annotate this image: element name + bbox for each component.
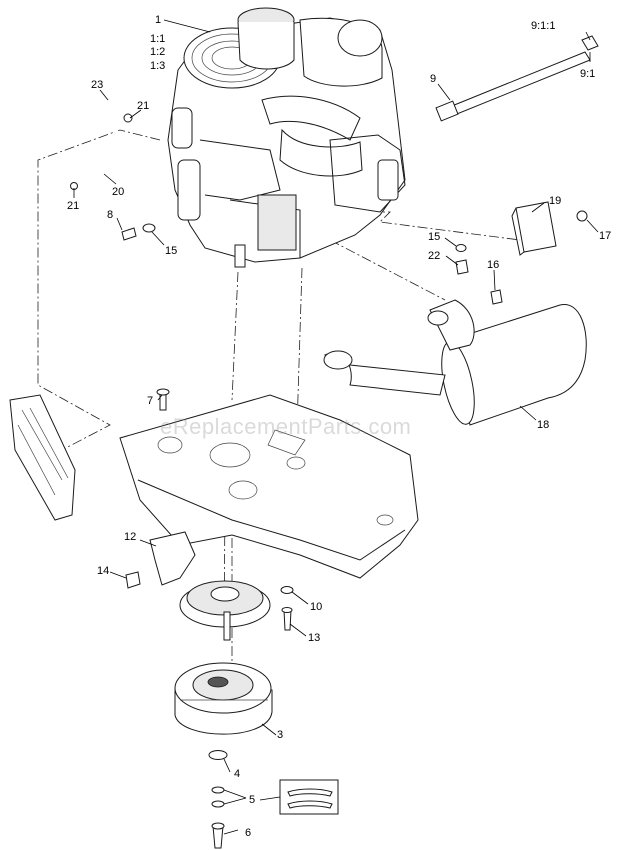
pulley	[179, 580, 271, 641]
hardware-8-15	[121, 223, 156, 241]
label-17: 17	[599, 230, 612, 242]
label-18: 18	[537, 419, 550, 431]
label-13: 13	[308, 632, 321, 644]
label-21-bottom: 21	[67, 200, 80, 212]
label-9-1-1: 9:1:1	[531, 20, 556, 32]
fuel-line	[70, 98, 133, 190]
label-9-1: 9:1	[580, 68, 596, 80]
exhaust-pipe	[435, 35, 599, 122]
side-shield	[9, 394, 76, 521]
label-1-3: 1:3	[150, 60, 166, 72]
muffler-bracket	[455, 201, 588, 305]
label-21-top: 21	[137, 100, 150, 112]
label-23: 23	[91, 79, 104, 91]
label-4: 4	[234, 768, 241, 780]
callout-box-5	[279, 779, 339, 815]
label-1-2: 1:2	[150, 46, 166, 58]
label-15-left: 15	[165, 245, 178, 257]
label-6: 6	[245, 827, 252, 839]
label-5: 5	[249, 794, 256, 806]
label-14: 14	[97, 565, 110, 577]
label-15-right: 15	[428, 231, 441, 243]
label-10: 10	[310, 601, 323, 613]
washers-bolt-4-5-6	[208, 750, 228, 849]
label-8: 8	[107, 209, 114, 221]
label-3: 3	[277, 729, 284, 741]
bracket-12	[125, 531, 196, 589]
muffler	[323, 299, 587, 426]
clutch	[174, 662, 273, 735]
label-19: 19	[549, 195, 562, 207]
label-20: 20	[112, 186, 125, 198]
washer-bolt-10-13	[280, 586, 294, 631]
label-7: 7	[147, 395, 154, 407]
label-22: 22	[428, 250, 441, 262]
leader-lines	[73, 19, 599, 835]
engine	[167, 7, 406, 268]
label-9: 9	[430, 73, 437, 85]
label-12: 12	[124, 531, 137, 543]
label-16: 16	[487, 259, 500, 271]
label-1-1: 1:1	[150, 33, 166, 45]
watermark: eReplacementParts.com	[160, 414, 412, 439]
label-1: 1	[155, 14, 162, 26]
